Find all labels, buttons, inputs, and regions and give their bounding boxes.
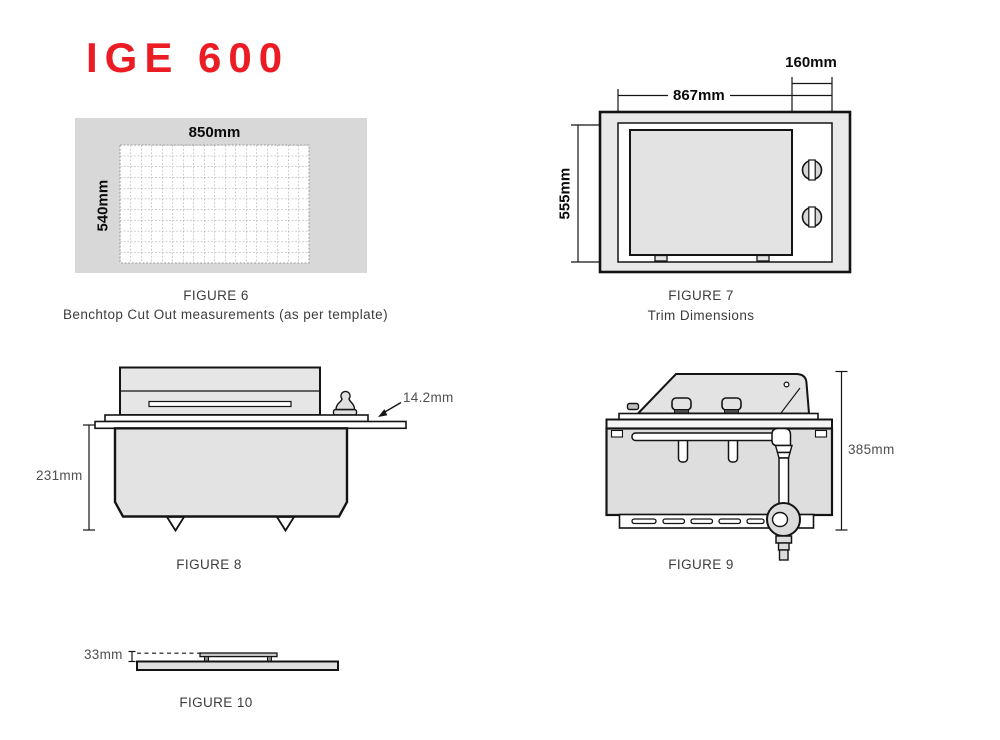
figure8-drawing [83, 366, 407, 533]
vent-slot [148, 400, 292, 408]
corner-notch-right [814, 429, 828, 438]
figure10-drawing [128, 650, 339, 671]
corner-notch-left [610, 429, 624, 438]
cutout-grid-border [119, 144, 310, 264]
fig8-caption: FIGURE 8 [176, 557, 242, 572]
door-foot-left [654, 254, 668, 262]
manifold-pipe [631, 432, 779, 442]
figure9-drawing [605, 370, 848, 561]
trivet-bar [199, 652, 278, 658]
fig6-width-label: 850mm [188, 124, 241, 141]
foot-left [165, 516, 186, 533]
pipe-coupling-lower [776, 451, 791, 459]
fig6-caption: FIGURE 6 [183, 288, 249, 303]
fig6-height-label: 540mm [94, 179, 112, 232]
figure6-drawing [75, 118, 367, 273]
fig9-dimension-lines [835, 370, 848, 531]
fig8-depth-label: 231mm [36, 468, 83, 483]
flange-arrow [378, 401, 402, 417]
igniter-nub [626, 402, 640, 411]
fig9-height-label: 385mm [848, 442, 895, 457]
fig7-trim-label: 160mm [785, 54, 837, 71]
fig7-subcaption: Trim Dimensions [647, 308, 755, 323]
cutout-grid [120, 145, 309, 263]
page-title: IGE 600 [86, 34, 290, 81]
trim-plate [136, 660, 339, 671]
door-panel [629, 129, 793, 256]
fig6-subcaption: Benchtop Cut Out measurements (as per te… [63, 307, 388, 322]
burner-cap-left [671, 397, 692, 414]
fig8-dimension-lines [83, 424, 95, 531]
igniter-knob [332, 390, 358, 416]
main-body [605, 427, 834, 517]
fig7-height-label: 555mm [556, 167, 574, 220]
elbow-pipe [771, 427, 792, 447]
fig7-caption: FIGURE 7 [668, 288, 734, 303]
body-top-band [605, 418, 833, 430]
pipe-coupling-upper [774, 444, 793, 454]
fig10-dimension-lines [128, 650, 202, 663]
control-knob-top [801, 159, 823, 181]
gas-valve [766, 502, 801, 561]
fig10-height-label: 33mm [84, 647, 123, 662]
foot-right [275, 516, 296, 533]
figure7-drawing [571, 77, 852, 274]
burner-cap-right [721, 397, 742, 414]
vent-strip [618, 513, 815, 529]
fig7-width-label: 867mm [668, 87, 730, 104]
fig9-caption: FIGURE 9 [668, 557, 734, 572]
bracket-hole [783, 381, 790, 388]
lower-body [113, 427, 349, 518]
gas-down-pipe [778, 457, 790, 507]
fig8-flange-label: 14.2mm [403, 390, 454, 405]
control-knob-bottom [801, 206, 823, 228]
door-foot-right [756, 254, 770, 262]
flange-upper-plate [104, 414, 369, 423]
bracket-fold-line [780, 387, 801, 414]
fig10-caption: FIGURE 10 [179, 695, 253, 710]
